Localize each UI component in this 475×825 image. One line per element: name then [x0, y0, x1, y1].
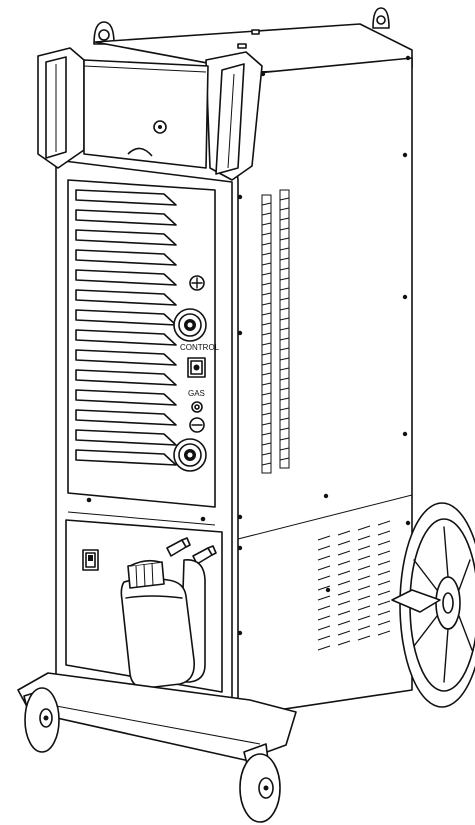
- top-front-plate: [83, 59, 209, 169]
- front-louvers: [75, 189, 177, 466]
- gas-label: GAS: [188, 389, 205, 398]
- power-switch[interactable]: [82, 549, 99, 571]
- control-label: CONTROL: [180, 343, 220, 352]
- handle-left[interactable]: [37, 47, 85, 169]
- caster-right: [239, 743, 281, 823]
- coolant-connector-right[interactable]: [192, 545, 217, 565]
- side-panel: [225, 57, 413, 717]
- positive-output-socket[interactable]: [173, 308, 207, 342]
- coolant-tank: [120, 559, 206, 689]
- minus-symbol-icon: [189, 417, 205, 433]
- top-grommet: [237, 43, 247, 49]
- gas-connector[interactable]: [191, 401, 203, 413]
- negative-output-socket[interactable]: [173, 438, 207, 472]
- caster-left: [23, 687, 60, 753]
- plus-symbol-icon: [189, 275, 205, 291]
- handle-right[interactable]: [205, 51, 263, 181]
- coolant-connector-left[interactable]: [166, 537, 191, 557]
- lifting-eye-right: [372, 7, 390, 29]
- side-vent-lower: [317, 520, 391, 651]
- side-vent-upper: [261, 189, 290, 474]
- lifting-eye-left: [93, 21, 115, 45]
- top-knob[interactable]: [153, 120, 167, 134]
- side-screws: [237, 55, 411, 636]
- control-socket[interactable]: [187, 357, 206, 378]
- rear-axle-bracket: [391, 589, 441, 613]
